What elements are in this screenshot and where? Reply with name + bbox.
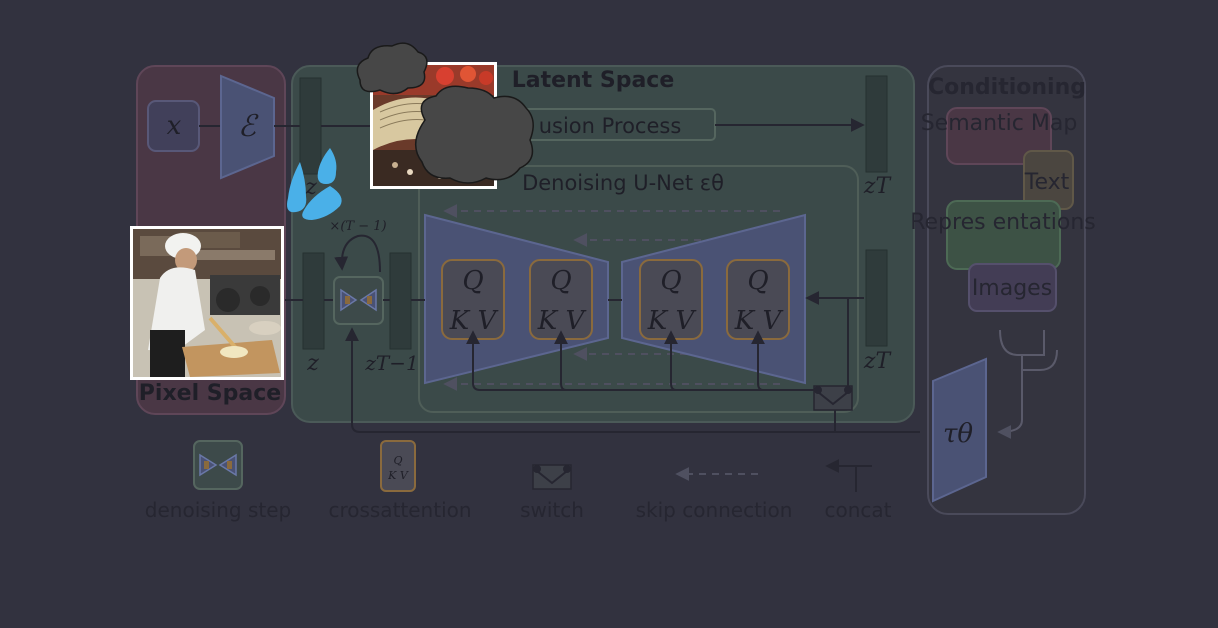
latent-zT-minus-1-bar [389,252,412,350]
attention-block-1: Q K V [441,259,505,340]
attention-kv-1: K V [449,306,499,336]
legend-skip-connection-label: skip connection [636,498,793,522]
condition-text-label: Text [1024,170,1070,195]
attention-kv-4: K V [734,306,784,336]
attention-q-4: Q [747,266,768,296]
unet-container [418,165,859,413]
latent-z-bar-bottom [302,252,325,350]
attention-block-4: Q K V [726,259,790,340]
condition-semantic-map-label: Semantic Map [921,111,1078,136]
tau-encoder-trapezoid [932,357,987,503]
legend-denoising-step-label: denoising step [145,498,291,522]
pixel-space-title: Pixel Space [139,381,281,406]
input-x-label: x [167,111,182,141]
legend-concat-icon [825,459,872,492]
attention-block-3: Q K V [639,259,703,340]
condition-representations-label: Repres entations [910,210,1096,235]
legend-concat-label: concat [824,498,891,522]
legend-crossattention-q: Q [393,454,402,467]
attention-q-1: Q [462,266,483,296]
zT-minus-1-label: zT−1 [364,351,418,375]
conditioning-title: Conditioning [928,75,1086,100]
switch-element [813,385,853,411]
chef-photo [130,226,284,380]
attention-q-3: Q [660,266,681,296]
latent-zT-bottom-label: zT [863,349,893,374]
legend-denoising-step-icon [193,440,243,490]
legend-switch-label: switch [520,498,584,522]
attention-kv-2: K V [537,306,587,336]
legend-crossattention-kv: K V [387,469,409,482]
encoder-trapezoid [220,74,275,180]
legend-crossattention-label: crossattention [328,498,471,522]
diffusion-process-label: usion Process [539,114,682,138]
latent-z-bottom-label: z [306,351,319,376]
denoising-step-block [333,234,384,325]
cloud-icon-small [356,42,428,95]
legend: denoising step Q K V crossattention swit… [145,440,892,522]
latent-z-bar-top [299,77,322,175]
latent-zT-bar-top [865,75,888,173]
condition-semantic-map [946,107,1052,165]
condition-merge-lines [997,329,1058,439]
latent-zT-top-label: zT [863,174,893,199]
attention-q-2: Q [550,266,571,296]
latent-zT-bar-bottom [865,249,888,347]
legend-switch-icon [532,464,572,490]
unet-label: Denoising U-Net εθ [522,171,724,195]
encoder-label: ℰ [238,109,259,144]
legend-crossattention-icon [380,440,416,492]
attention-block-2: Q K V [529,259,593,340]
tau-label: τθ [943,419,973,449]
latent-space-title: Latent Space [512,68,675,93]
cloud-icon-large [415,85,534,184]
latent-z-top-label: z [304,175,317,200]
condition-images [968,263,1057,312]
condition-images-label: Images [972,276,1052,301]
loop-label: ×(T − 1) [329,219,386,234]
attention-kv-3: K V [647,306,697,336]
sweat-drops-icon [287,148,342,220]
